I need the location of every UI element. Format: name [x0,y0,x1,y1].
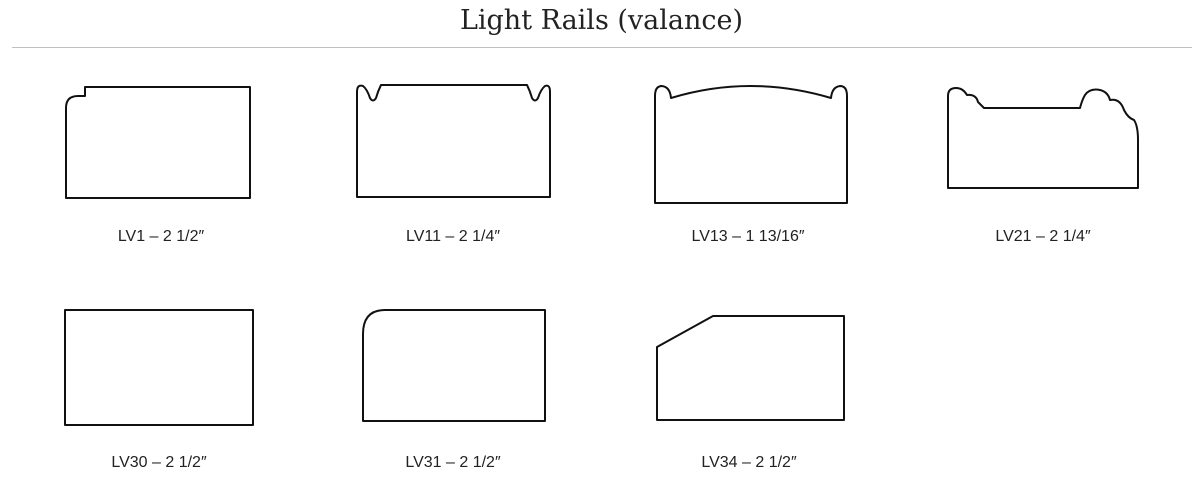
profile-lv30-caption: LV30 – 2 1/2″ [111,454,207,471]
title-divider [12,47,1192,48]
page-title: Light Rails (valance) [459,5,744,36]
profile-lv31-caption: LV31 – 2 1/2″ [405,454,501,471]
profile-lv21-caption: LV21 – 2 1/4″ [995,228,1091,245]
profile-lv34-caption: LV34 – 2 1/2″ [701,454,797,471]
profile-lv11-caption: LV11 – 2 1/4″ [405,228,501,245]
profile-lv1-caption: LV1 – 2 1/2″ [117,228,205,245]
profile-lv13-caption: LV13 – 1 13/16″ [691,228,805,245]
